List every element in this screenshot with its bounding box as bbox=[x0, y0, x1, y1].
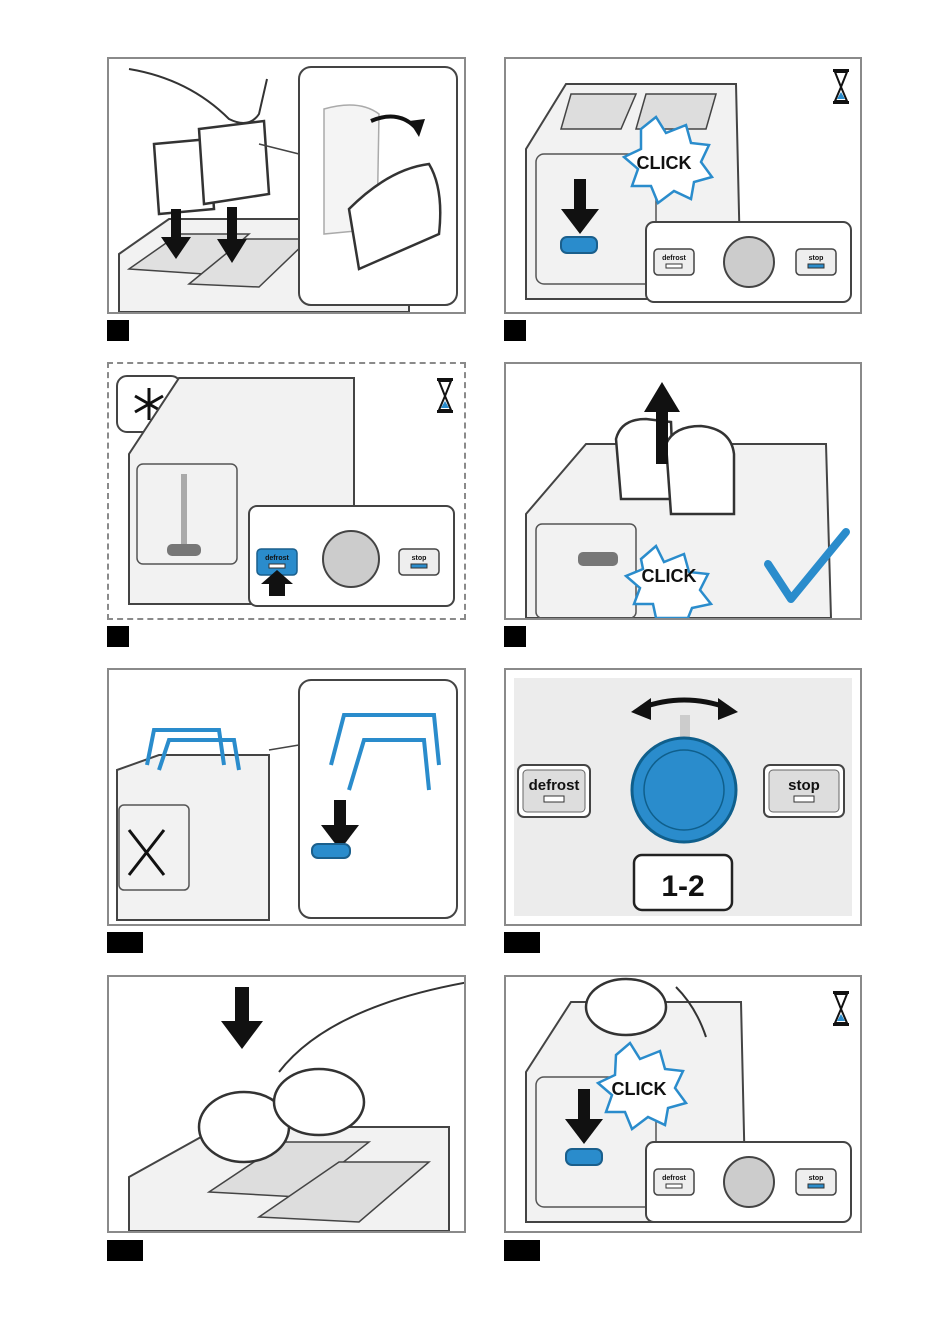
step-number-box-3 bbox=[107, 626, 129, 647]
step-panel-insert-bread bbox=[107, 57, 466, 314]
step-number-box-6 bbox=[504, 932, 540, 953]
illustration-toast-up: CLICK bbox=[506, 364, 860, 618]
click-label: CLICK bbox=[637, 153, 692, 173]
step-panel-place-buns bbox=[107, 975, 466, 1233]
click-label: CLICK bbox=[642, 566, 697, 586]
click-label: CLICK bbox=[612, 1079, 667, 1099]
stop-label: stop bbox=[809, 1175, 824, 1182]
stop-label: stop bbox=[788, 777, 820, 794]
illustration-insert-bread bbox=[109, 59, 464, 312]
step-panel-buns-press-lever: CLICK defrost stop bbox=[504, 975, 862, 1233]
illustration-buns-press-lever: CLICK defrost stop bbox=[506, 977, 860, 1231]
defrost-button: defrost bbox=[518, 765, 590, 817]
step-number-box-7 bbox=[107, 1240, 143, 1261]
step-number-box-8 bbox=[504, 1240, 540, 1261]
hourglass-icon bbox=[833, 991, 849, 1026]
defrost-label: defrost bbox=[662, 255, 686, 262]
hourglass-icon bbox=[437, 378, 453, 413]
step-number-box-4 bbox=[504, 626, 526, 647]
defrost-label: defrost bbox=[662, 1175, 686, 1182]
illustration-browning-dial: defrost stop 1-2 bbox=[506, 670, 860, 924]
browning-dial bbox=[632, 738, 736, 842]
browning-level-label: 1-2 bbox=[661, 870, 704, 903]
hourglass-icon bbox=[833, 69, 849, 104]
step-number-box-1 bbox=[107, 320, 129, 341]
step-panel-press-lever: CLICK defrost stop bbox=[504, 57, 862, 314]
step-panel-bun-rack bbox=[107, 668, 466, 926]
step-panel-browning-dial: defrost stop 1-2 bbox=[504, 668, 862, 926]
step-panel-defrost: defrost stop bbox=[107, 362, 466, 620]
stop-button: stop bbox=[764, 765, 844, 817]
step-number-box-5 bbox=[107, 932, 143, 953]
defrost-label: defrost bbox=[529, 777, 580, 794]
illustration-bun-rack bbox=[109, 670, 464, 924]
stop-label: stop bbox=[809, 255, 824, 262]
illustration-press-lever: CLICK defrost stop bbox=[506, 59, 860, 312]
illustration-place-buns bbox=[109, 977, 464, 1231]
step-panel-toast-up: CLICK bbox=[504, 362, 862, 620]
illustration-defrost: defrost stop bbox=[109, 364, 464, 618]
defrost-label: defrost bbox=[265, 555, 289, 562]
step-number-box-2 bbox=[504, 320, 526, 341]
stop-label: stop bbox=[412, 555, 427, 562]
